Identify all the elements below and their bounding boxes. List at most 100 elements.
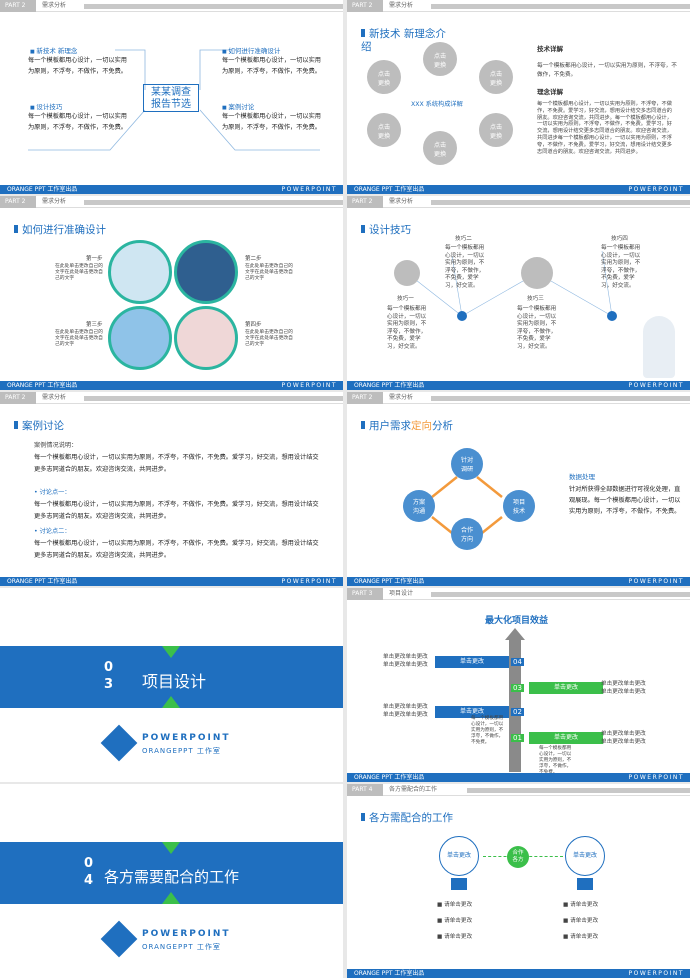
arrow-02[interactable]: 单击更改 [435, 706, 509, 718]
node-communication: 方案 沟通 [403, 490, 435, 522]
logo-sub: ORANGEPPT 工作室 [142, 943, 221, 951]
tip-circle-large-1 [394, 260, 420, 286]
up-triangle [162, 892, 180, 904]
bubble-4[interactable]: 点击 更换 [367, 113, 401, 147]
section-label: 需求分析 [389, 394, 414, 401]
data-heading: 数据处理 [569, 473, 595, 481]
section-label: 各方需配合的工作 [389, 786, 438, 793]
footer-right: POWERPOINT [628, 382, 684, 389]
section-label: 需求分析 [389, 2, 414, 9]
node-case: 案例讨论 [222, 101, 254, 111]
arrow-01[interactable]: 单击更改 [529, 732, 603, 744]
bulb-base-right [577, 878, 593, 890]
section-number: 0 3 [104, 660, 114, 692]
slide-header: PART 4 各方需配合的工作 [347, 784, 690, 796]
footer-right: POWERPOINT [281, 382, 337, 389]
bulb-base-left [451, 878, 467, 890]
part-label: PART 4 [347, 784, 383, 796]
logo-icon [100, 920, 138, 958]
arrow-03[interactable]: 单击更改 [529, 682, 603, 694]
slide-title: 最大化项目效益 [485, 616, 549, 626]
bubble-2[interactable]: 点击 更换 [367, 60, 401, 94]
node-text: 每一个模板都用心设计，一切以实用为原则，不浮夸，不做作，不免费。 [28, 113, 127, 131]
slide-footer: ORANGE PPT 工作室出品 POWERPOINT [0, 381, 343, 390]
footer-left: ORANGE PPT 工作室出品 [7, 382, 78, 389]
logo-sub: ORANGEPPT 工作室 [142, 747, 221, 755]
node-new-tech: 新技术 新理念 [30, 45, 77, 55]
item-text: 请单击更改 [444, 934, 473, 940]
slide-footer: ORANGE PPT 工作室出品 POWERPOINT [347, 381, 690, 390]
bubble-6[interactable]: 点击 更换 [423, 131, 457, 165]
header-bar [431, 592, 690, 597]
section-04[interactable]: 0 4 各方需要配合的工作 POWERPOINT ORANGEPPT 工作室 [0, 784, 343, 978]
label-02: 02 [511, 708, 524, 716]
item-r3: ■ 请单击更改 [563, 934, 599, 940]
header-bar [431, 200, 690, 205]
footer-right: POWERPOINT [281, 578, 337, 585]
step-4-label: 第四步 [245, 322, 262, 328]
bubble-3[interactable]: 点击 更换 [479, 60, 513, 94]
step-1-text: 在此处单击更改自己的文字在此处单击更改自己的文字 [55, 264, 103, 281]
up-triangle [162, 696, 180, 708]
tip-3-label: 技巧三 [527, 296, 544, 302]
footer-left: ORANGE PPT 工作室出品 [354, 186, 425, 193]
arrow-04[interactable]: 单击更改 [435, 656, 509, 668]
node-text: 每一个模板都用心设计，一切以实用为原则，不浮夸，不做作，不免费。 [222, 57, 321, 75]
part-label: PART 2 [0, 392, 36, 404]
item-text: 请单击更改 [444, 918, 473, 924]
side-text-04: 单击更改单击更改 单击更改单击更改 [383, 654, 428, 668]
node-design-tips: 设计技巧 [30, 101, 62, 111]
center-box: 某某调查 报告节选 [143, 84, 199, 112]
part-label: PART 2 [0, 196, 36, 208]
bubble-5[interactable]: 点击 更换 [479, 113, 513, 147]
item-l2: ■ 请单击更改 [437, 918, 473, 924]
header-bar [84, 396, 343, 401]
item-text: 请单击更改 [444, 902, 473, 908]
section-title: 各方需要配合的工作 [104, 868, 240, 886]
slide-footer: ORANGE PPT 工作室出品 POWERPOINT [347, 185, 690, 194]
slide-title: 如何进行准确设计 [14, 222, 106, 237]
node-research: 针对 调研 [451, 448, 483, 480]
tip-circle-large-2 [521, 257, 553, 289]
footer-left: ORANGE PPT 工作室出品 [354, 382, 425, 389]
node-text: 每一个模板都用心设计，一切以实用为原则，不浮夸，不做作，不免费。 [222, 113, 321, 131]
part-label: PART 2 [347, 196, 383, 208]
text-concept: 每一个模板都用心设计，一切以实用为原则，不浮夸，不做作，不免费。爱学习，好交流，… [537, 101, 672, 155]
connector-lines [28, 49, 320, 151]
label-01: 01 [511, 734, 524, 742]
bulb-left[interactable]: 单击更改 [439, 836, 479, 876]
slide-title: 各方需配合的工作 [361, 810, 453, 825]
step-4-text: 在此处单击更改自己的文字在此处单击更改自己的文字 [245, 330, 293, 347]
photo-stethoscope-image [174, 240, 238, 304]
tip-1-label: 技巧一 [397, 296, 414, 302]
footer-right: POWERPOINT [628, 186, 684, 193]
section-label: 项目设计 [389, 590, 414, 597]
header-bar [431, 396, 690, 401]
part-label: PART 2 [0, 0, 36, 12]
slide-title: 用户需求定向分析 [361, 418, 453, 433]
section-03[interactable]: 0 3 项目设计 POWERPOINT ORANGEPPT 工作室 [0, 588, 343, 782]
note-left: 每一个模板都用心设计，一切以实用为原则，不浮夸，不做作，不免费。 [471, 716, 504, 745]
photo-medical-icons-image [108, 306, 172, 370]
slide-title: 案例讨论 [14, 418, 64, 433]
label-04: 04 [511, 658, 524, 666]
header-bar [467, 788, 690, 793]
bulb-right[interactable]: 单击更改 [565, 836, 605, 876]
bubble-1[interactable]: 点击 更换 [423, 42, 457, 76]
tip-dot-2 [607, 311, 617, 321]
side-text-02: 单击更改单击更改 单击更改单击更改 [383, 704, 428, 718]
discussion-2: • 讨论点二： [34, 528, 71, 535]
case-intro: 案例情况说明： [34, 442, 78, 449]
data-text: 针对所获得全部数据进行可视化处理，直观展现。每一个模板都用心设计，一切以实用为原… [569, 486, 681, 515]
